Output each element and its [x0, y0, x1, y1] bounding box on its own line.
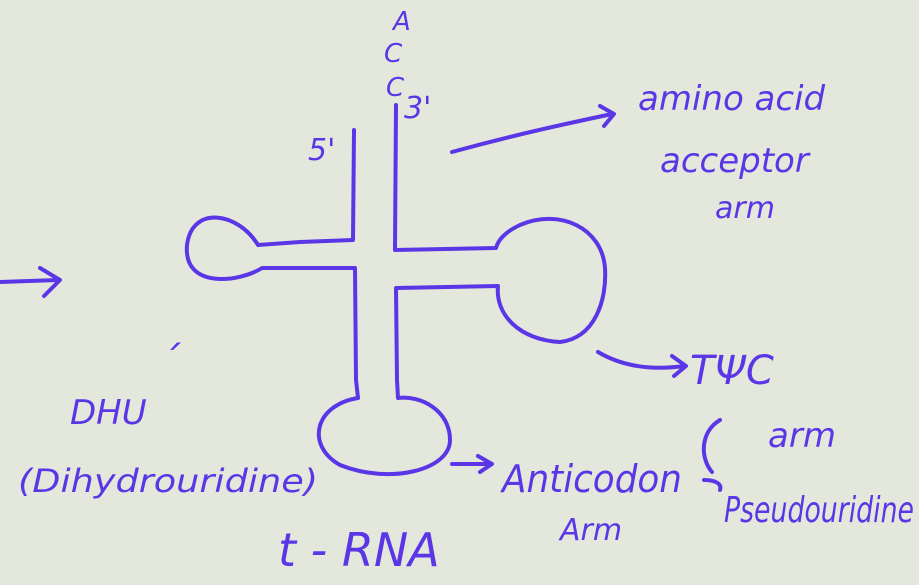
pseudouridine-label: Pseudouridine [724, 490, 914, 531]
arrow-to-tpsic-label [596, 350, 688, 378]
acceptor-base-a: A [391, 7, 411, 37]
three-prime-label: 3' [404, 91, 431, 126]
anticodon-label: Anticodon [499, 457, 682, 501]
arrow-to-anticodon-label [450, 454, 494, 474]
dihydrouridine-label: (Dihydrouridine) [18, 462, 318, 500]
dhu-accent-mark: ´ [160, 339, 181, 385]
dhu-label: DHU [70, 393, 147, 433]
tpsic-brace [701, 418, 723, 492]
tpsic-arm-label: arm [768, 416, 836, 456]
arrow-to-acceptor-label [450, 104, 616, 154]
acceptor-arm-label-line2: acceptor [660, 141, 811, 181]
acceptor-base-c2: C [386, 73, 405, 103]
trna-cloverleaf-outline [184, 103, 608, 477]
acceptor-arm-label-line3: arm [715, 191, 775, 226]
arrow-from-left [0, 266, 62, 298]
five-prime-label: 5' [308, 133, 335, 168]
tpsic-label: TΨC [690, 348, 774, 394]
acceptor-arm-label-line1: amino acid [638, 79, 826, 119]
anticodon-arm-label: Arm [558, 513, 622, 548]
acceptor-base-c1: C [384, 39, 403, 69]
trna-title: t - RNA [278, 523, 440, 577]
